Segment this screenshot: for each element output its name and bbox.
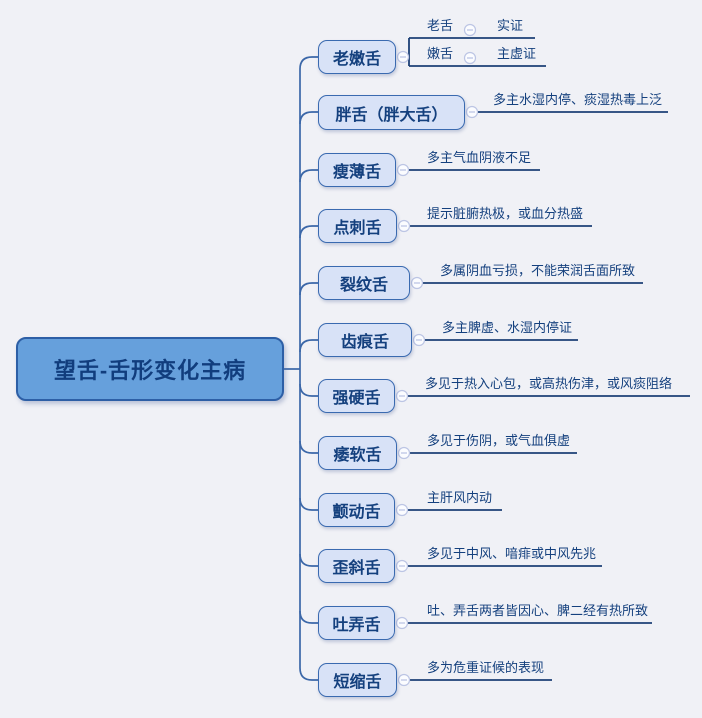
- leaf-note-9[interactable]: 主肝风内动: [427, 490, 493, 505]
- collapse-icon[interactable]: [463, 51, 477, 65]
- connector-elbow: [299, 56, 318, 70]
- branch-topic-7[interactable]: 强硬舌: [318, 379, 395, 413]
- leaf-note-3[interactable]: 多主气血阴液不足: [427, 150, 532, 165]
- connector-elbow: [299, 282, 318, 296]
- leaf-note-7[interactable]: 多见于热入心包，或高热伤津，或风痰阻络: [425, 376, 673, 391]
- collapse-icon[interactable]: [397, 446, 411, 460]
- branch-topic-11[interactable]: 吐弄舌: [318, 606, 395, 640]
- branch-topic-6[interactable]: 齿痕舌: [318, 323, 412, 357]
- branch-topic-2[interactable]: 胖舌（胖大舌）: [318, 95, 465, 130]
- branch-topic-9[interactable]: 颤动舌: [318, 493, 395, 527]
- collapse-icon[interactable]: [397, 673, 411, 687]
- connector-elbow: [299, 169, 318, 183]
- branch-topic-8[interactable]: 痿软舌: [318, 436, 397, 470]
- connector-elbow: [299, 610, 318, 624]
- connector-elbow: [299, 383, 318, 397]
- collapse-icon[interactable]: [465, 105, 479, 119]
- leaf-note-6[interactable]: 多主脾虚、水湿内停证: [442, 320, 573, 335]
- collapse-icon[interactable]: [396, 50, 410, 64]
- collapse-icon[interactable]: [463, 23, 477, 37]
- leaf-note-5[interactable]: 多属阴血亏损，不能荣润舌面所致: [440, 263, 636, 278]
- leaf-note-12[interactable]: 多为危重证候的表现: [427, 660, 545, 675]
- connector-elbow: [299, 553, 318, 567]
- connector-elbow: [299, 339, 318, 353]
- leaf-note-4[interactable]: 提示脏腑热极，或血分热盛: [427, 206, 584, 221]
- leaf-zhuxuzheng[interactable]: 主虚证: [497, 46, 537, 61]
- collapse-icon[interactable]: [396, 163, 410, 177]
- collapse-icon[interactable]: [412, 333, 426, 347]
- branch-topic-12[interactable]: 短缩舌: [318, 663, 397, 697]
- root-topic[interactable]: 望舌-舌形变化主病: [16, 337, 284, 401]
- branch-topic-1[interactable]: 老嫩舌: [318, 40, 396, 74]
- leaf-note-8[interactable]: 多见于伤阴，或气血俱虚: [427, 433, 571, 448]
- connector-elbow: [299, 667, 318, 681]
- connector-elbow: [299, 497, 318, 511]
- collapse-icon[interactable]: [395, 616, 409, 630]
- collapse-icon[interactable]: [395, 503, 409, 517]
- collapse-icon[interactable]: [395, 559, 409, 573]
- branch-topic-3[interactable]: 瘦薄舌: [318, 153, 396, 187]
- leaf-note-10[interactable]: 多见于中风、喑痱或中风先兆: [427, 546, 597, 561]
- leaf-note-11[interactable]: 吐、弄舌两者皆因心、脾二经有热所致: [427, 603, 649, 618]
- branch-topic-5[interactable]: 裂纹舌: [318, 266, 410, 300]
- connector-elbow: [299, 440, 318, 454]
- connector-elbow: [299, 111, 318, 125]
- branch-topic-10[interactable]: 歪斜舌: [318, 549, 395, 583]
- connector-elbow: [299, 225, 318, 239]
- branch-topic-4[interactable]: 点刺舌: [318, 209, 397, 243]
- subtopic-laoshe[interactable]: 老舌: [427, 18, 454, 33]
- collapse-icon[interactable]: [410, 276, 424, 290]
- leaf-shizheng[interactable]: 实证: [497, 18, 524, 33]
- collapse-icon[interactable]: [395, 389, 409, 403]
- subtopic-nenshe[interactable]: 嫩舌: [427, 46, 454, 61]
- collapse-icon[interactable]: [397, 219, 411, 233]
- leaf-note-2[interactable]: 多主水湿内停、痰湿热毒上泛: [493, 92, 663, 107]
